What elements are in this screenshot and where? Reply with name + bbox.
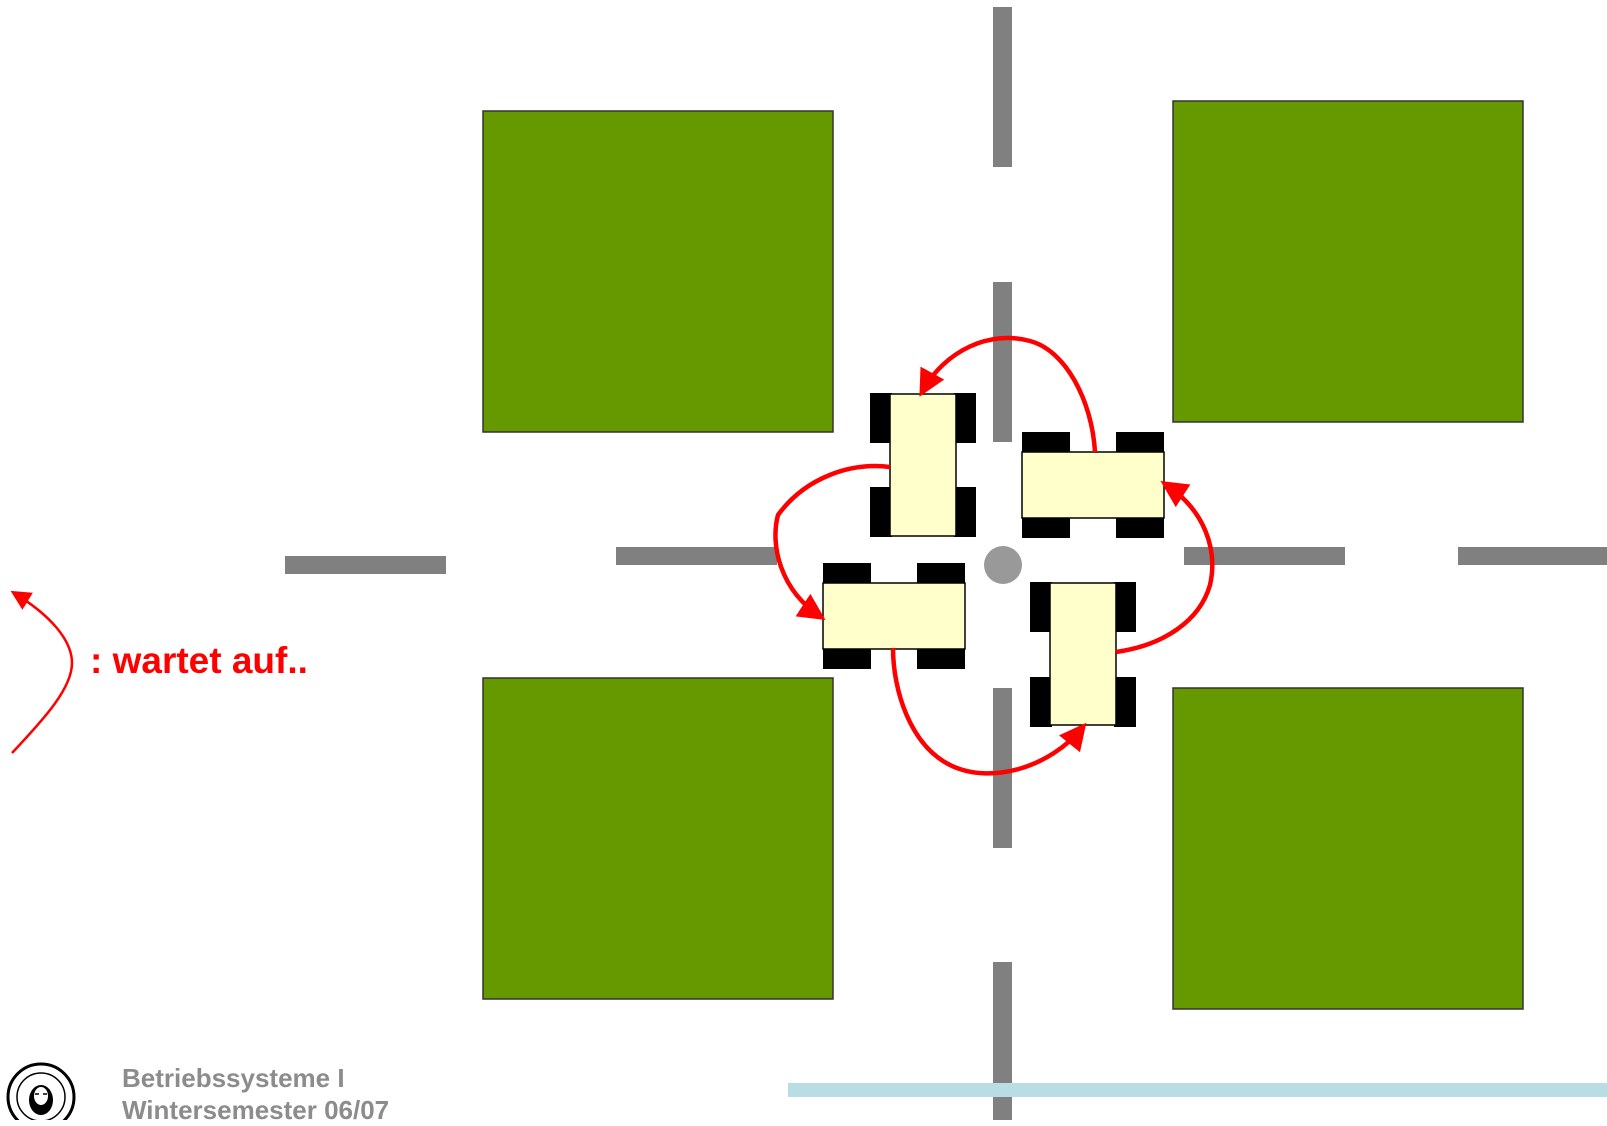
footer-course-title: Betriebssysteme I [122,1062,345,1094]
intersection-center-dot [984,546,1022,584]
car-wheel [1022,432,1070,454]
car-wheel [954,487,976,537]
curved-arrow-icon [12,593,72,753]
city-block-bottom-right [1173,688,1523,1009]
footer-semester: Wintersemester 06/07 [122,1094,389,1126]
car-wheel [1114,677,1136,727]
road-marking [993,688,1012,848]
car-wheel [1030,582,1052,632]
legend-label: : wartet auf.. [90,640,308,682]
car-south [1030,582,1136,727]
car-wheel [823,563,871,585]
city-block-bottom-left [483,678,833,999]
car-body [1050,583,1116,725]
road-marking [1458,547,1607,565]
car-wheel [870,487,892,537]
city-block-top-right [1173,101,1523,422]
road-marking [993,282,1012,442]
road-marking [285,556,446,574]
car-body [1022,452,1164,518]
car-wheel [954,393,976,443]
car-wheel [1114,582,1136,632]
car-wheel [823,647,871,669]
road-marking [1184,547,1345,565]
road-marking [616,547,777,565]
car-body [890,394,956,536]
car-wheel [870,393,892,443]
city-block-top-left [483,111,833,432]
university-seal-icon [4,1060,78,1120]
car-wheel [1116,432,1164,454]
car-wheel [1030,677,1052,727]
car-wheel [917,647,965,669]
car-wheel [1116,516,1164,538]
car-wheel [1022,516,1070,538]
car-wheel [917,563,965,585]
car-body [823,583,965,649]
footer-bar [788,1083,1607,1097]
road-marking [993,7,1012,167]
